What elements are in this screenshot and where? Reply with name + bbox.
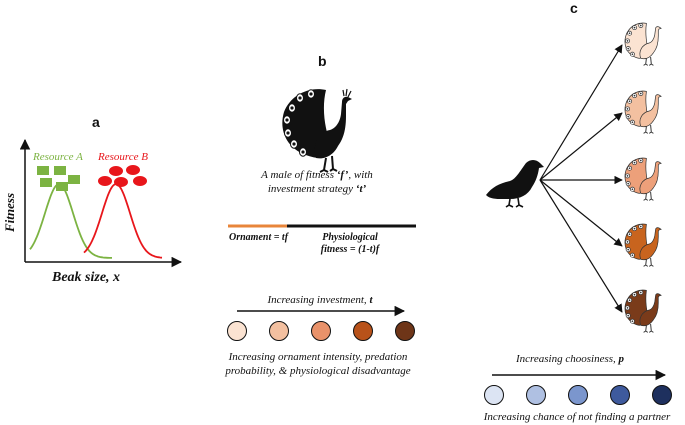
- peacock-icon: [282, 88, 352, 173]
- caption-line-2-text: investment strategy: [268, 183, 356, 195]
- panel-label-c: c: [570, 0, 578, 16]
- caption-line-1-text: A male of fitness: [260, 169, 337, 181]
- investment-arrow-label: Increasing investment, t: [267, 294, 374, 306]
- resource-b-dot: [114, 177, 128, 187]
- resource-a-square: [68, 175, 80, 184]
- peacock-icon: [624, 157, 662, 201]
- ornament-label: Ornament = tf: [229, 232, 290, 243]
- caption-var-f: ‘f’: [337, 169, 349, 181]
- physio-label-line-1: Physiological: [322, 232, 378, 243]
- choosiness-arrow-text: Increasing choosiness,: [515, 353, 619, 365]
- peacock-icon: [624, 22, 662, 66]
- resource-a-label: Resource A: [32, 151, 83, 163]
- investment-color-dot: [311, 321, 331, 341]
- resource-b-curve: [83, 183, 163, 259]
- resource-a-square: [54, 166, 66, 175]
- panel-label-a: a: [92, 114, 100, 130]
- male-peacocks: [624, 22, 662, 333]
- physio-label-line-2: fitness = (1-t)f: [321, 244, 381, 255]
- choice-arrow: [539, 179, 623, 313]
- investment-arrow-text: Increasing investment,: [267, 294, 370, 306]
- resource-a-icons: [37, 166, 80, 191]
- caption-line-1-tail: , with: [348, 169, 373, 181]
- x-axis-label: Beak size, x: [51, 270, 120, 285]
- choice-arrow: [539, 112, 623, 181]
- investment-color-dot: [269, 321, 289, 341]
- peacock-icon: [624, 223, 662, 267]
- choosiness-color-dot: [652, 385, 672, 405]
- investment-var-t: t: [369, 294, 373, 306]
- resource-b-dot: [98, 176, 112, 186]
- peacock-icon: [624, 289, 662, 333]
- resource-b-dot: [133, 176, 147, 186]
- choosiness-desc: Increasing chance of not finding a partn…: [483, 411, 671, 423]
- resource-b-dot: [109, 166, 123, 176]
- investment-desc-line-1: Increasing ornament intensity, predation: [228, 351, 408, 363]
- choosiness-color-dot: [610, 385, 630, 405]
- peacock-icon: [624, 90, 662, 134]
- resource-a-curve: [29, 183, 112, 259]
- choice-arrows: [539, 44, 623, 313]
- resource-b-label: Resource B: [97, 151, 148, 163]
- resource-a-square: [40, 178, 52, 187]
- choosiness-color-scale: [484, 385, 672, 405]
- resource-b-icons: [98, 165, 147, 187]
- resource-a-square: [37, 166, 49, 175]
- choosiness-color-dot: [568, 385, 588, 405]
- investment-color-dot: [395, 321, 415, 341]
- choosiness-var-p: p: [618, 353, 625, 365]
- resource-b-dot: [126, 165, 140, 175]
- caption-line-1: A male of fitness ‘f’, with: [260, 169, 373, 181]
- choosiness-color-dot: [526, 385, 546, 405]
- investment-color-dot: [227, 321, 247, 341]
- caption-var-t: ‘t’: [356, 183, 367, 195]
- y-axis-label: Fitness: [2, 193, 17, 233]
- choosiness-arrow-label: Increasing choosiness, p: [515, 353, 625, 365]
- caption-line-2: investment strategy ‘t’: [268, 183, 367, 195]
- investment-color-dot: [353, 321, 373, 341]
- bird-icon: [486, 160, 544, 208]
- investment-color-scale: [227, 321, 415, 341]
- investment-desc-line-2: probability, & physiological disadvantag…: [224, 365, 410, 377]
- panel-label-b: b: [318, 53, 327, 69]
- choice-arrow: [539, 44, 623, 181]
- choice-arrow: [539, 179, 623, 247]
- choosiness-color-dot: [484, 385, 504, 405]
